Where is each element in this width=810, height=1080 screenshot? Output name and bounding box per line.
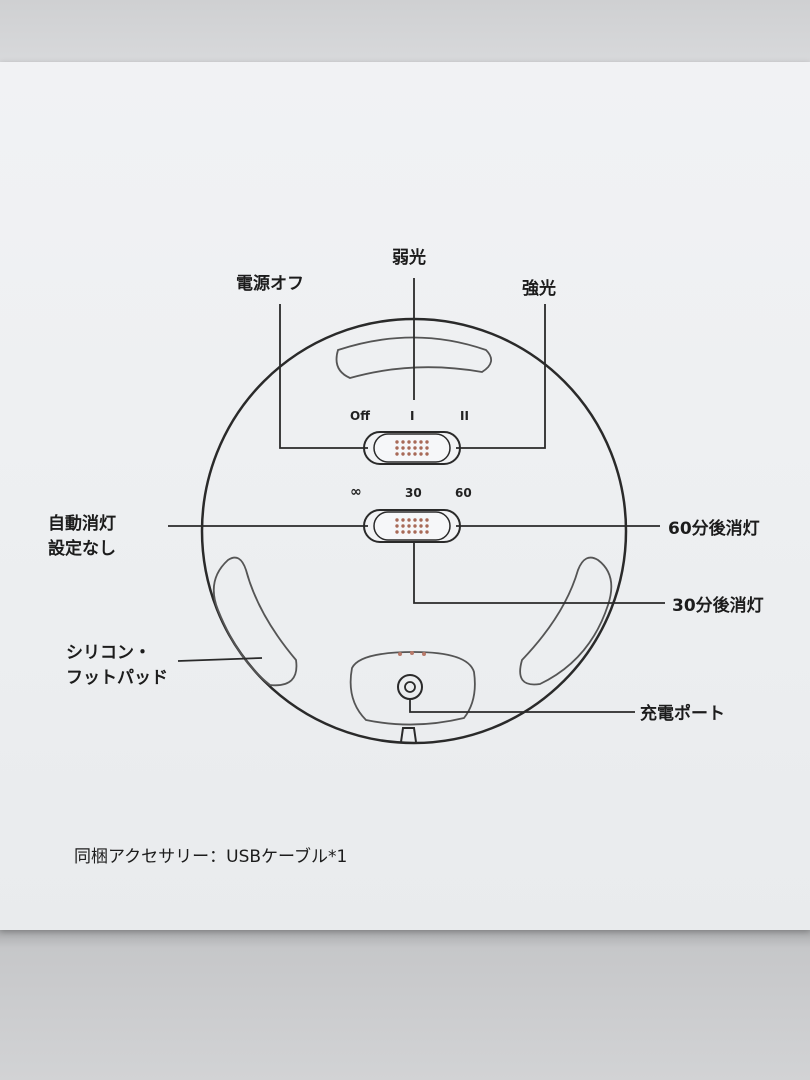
label-silicone-pad-1: シリコン・	[66, 643, 151, 663]
grip-dot	[395, 518, 399, 522]
grip-dot	[413, 518, 417, 522]
leader-high-light	[456, 304, 546, 449]
grip-dot	[419, 524, 423, 528]
label-silicone-pad-2: フットパッド	[66, 668, 168, 688]
grip-dot	[425, 518, 429, 522]
grip-dot	[407, 452, 411, 456]
grip-dot	[407, 446, 411, 450]
mark-level-2: II	[460, 409, 469, 423]
leader-lines	[168, 278, 665, 713]
right-foot-pad	[519, 556, 613, 686]
timer-switch-knob	[373, 511, 451, 541]
grip-dot	[419, 530, 423, 534]
grip-dot	[401, 524, 405, 528]
grip-dot	[395, 440, 399, 444]
accessory-note: 同梱アクセサリー：USBケーブル*1	[74, 847, 348, 867]
grip-dot	[401, 518, 405, 522]
mark-infinity: ∞	[350, 484, 362, 500]
mark-off: Off	[350, 409, 370, 423]
grip-dot	[401, 440, 405, 444]
grip-dot	[401, 530, 405, 534]
grip-dot	[425, 524, 429, 528]
grip-dot	[395, 524, 399, 528]
timer-switch-grip	[395, 518, 429, 534]
manual-page	[0, 62, 810, 930]
leader-charging-port	[409, 699, 635, 713]
grip-dot	[401, 452, 405, 456]
label-auto-off-none-1: 自動消灯	[48, 514, 116, 534]
background-surface	[0, 930, 810, 1080]
leader-off-after-30	[413, 542, 665, 604]
grip-dot	[425, 440, 429, 444]
label-charging-port: 充電ポート	[640, 704, 725, 724]
label-low-light: 弱光	[392, 248, 426, 268]
grip-dot	[413, 446, 417, 450]
charging-bay	[349, 651, 476, 726]
label-high-light: 強光	[522, 279, 556, 299]
grip-dot	[419, 518, 423, 522]
grip-dot	[407, 440, 411, 444]
grip-dot	[407, 518, 411, 522]
mark-30: 30	[405, 486, 422, 500]
leader-silicone-pad	[177, 657, 263, 662]
grip-dot	[413, 524, 417, 528]
grip-dot	[401, 446, 405, 450]
brightness-switch-grip	[395, 440, 429, 456]
grip-dot	[413, 530, 417, 534]
grip-dot	[425, 452, 429, 456]
charging-port-icon	[397, 674, 423, 700]
mark-60: 60	[455, 486, 472, 500]
top-foot-pad	[335, 336, 492, 379]
grip-dot	[407, 530, 411, 534]
grip-dot	[413, 452, 417, 456]
left-foot-pad	[212, 556, 298, 687]
label-power-off: 電源オフ	[236, 274, 304, 294]
device-notch	[400, 727, 417, 743]
grip-dot	[425, 530, 429, 534]
label-off-after-30: 30分後消灯	[672, 596, 764, 616]
brightness-switch-knob	[373, 433, 451, 463]
grip-dot	[395, 530, 399, 534]
grip-dot	[419, 440, 423, 444]
grip-dot	[395, 452, 399, 456]
grip-dot	[419, 446, 423, 450]
label-off-after-60: 60分後消灯	[668, 519, 760, 539]
grip-dot	[425, 446, 429, 450]
grip-dot	[419, 452, 423, 456]
label-auto-off-none-2: 設定なし	[48, 539, 116, 559]
leader-power-off	[279, 304, 368, 449]
grip-dot	[413, 440, 417, 444]
mark-level-1: I	[410, 409, 415, 423]
grip-dot	[407, 524, 411, 528]
grip-dot	[395, 446, 399, 450]
